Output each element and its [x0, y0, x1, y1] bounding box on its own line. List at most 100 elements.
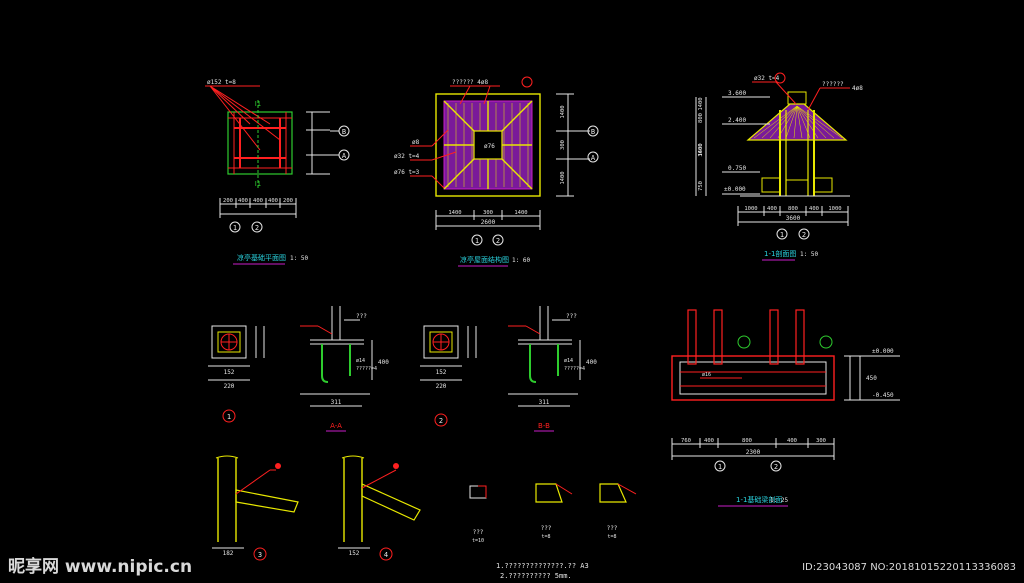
elev-level-3: 0.750: [728, 165, 746, 172]
elev-dim-1: 1000: [744, 206, 757, 212]
footnote-1: 1.??????????????.?? A3: [496, 562, 589, 570]
roof-dim-1: 1400: [448, 210, 461, 216]
section-aa-title: A-A: [330, 422, 342, 430]
elev-height-5: 750: [698, 181, 704, 191]
detail-t-2: t=8: [541, 534, 550, 540]
weld-detail-3: 182 3: [212, 455, 299, 561]
sec-aa-height: 400: [378, 359, 389, 366]
roof-dim-2: 300: [483, 210, 493, 216]
roof-side-dim-3: 1400: [560, 171, 566, 184]
sec-bb-height: 400: [586, 359, 597, 366]
roof-side-dim-2: 300: [560, 140, 566, 150]
elev-level-4: ±0.000: [724, 186, 746, 193]
elev-note-r2: 4ø8: [852, 85, 863, 92]
beam-dim-5: 300: [816, 438, 826, 444]
beam-level-top: ±0.000: [872, 348, 894, 355]
elev-level-2: 2.400: [728, 117, 746, 124]
roof-plan-scale: 1: 60: [512, 257, 530, 264]
elev-dim-3: 800: [788, 206, 798, 212]
roof-side-dims: 1400 300 1400: [560, 105, 566, 184]
beam-dim-1: 760: [681, 438, 691, 444]
fp-dim-5: 200: [283, 198, 293, 204]
roof-note-l2: ø32 t=4: [394, 153, 420, 160]
beam-axis-1: 1: [718, 463, 722, 471]
plate-b-dim-2: 220: [436, 383, 447, 390]
roof-total: 2600: [481, 219, 496, 226]
beam-level-bottom: -0.450: [872, 392, 894, 399]
detail-t-1: t=10: [472, 538, 484, 544]
plate-a-dim-2: 220: [224, 383, 235, 390]
detail-q-2: ???: [541, 525, 552, 532]
roof-note-top: ?????? 4ø8: [452, 79, 489, 86]
svg-text:I1: I1: [255, 100, 262, 108]
svg-text:I1: I1: [255, 180, 262, 188]
sec-bb-dim: 311: [539, 399, 550, 406]
elev-height-1: 1400: [698, 97, 704, 110]
elev-axis-2: 2: [802, 231, 806, 239]
beam-section-scale: 1: 25: [770, 497, 788, 504]
image-id-watermark: ID:23043087 NO:20181015220113336083: [802, 562, 1016, 573]
detail-2-marker: 2: [439, 417, 443, 425]
axis-1-label: 1: [233, 224, 237, 232]
sec-aa-q: ???: [356, 313, 367, 320]
detail-q-3: ???: [607, 525, 618, 532]
base-plate-2: 152 220 2: [420, 325, 477, 427]
roof-note-l3: ø76 t=3: [394, 169, 420, 176]
section-aa: ??? ø14 ?????=4 311 400 A-A: [300, 306, 389, 432]
elev-dim-text: 1000 400 800 400 1000: [744, 206, 841, 212]
roof-dim-3: 1400: [514, 210, 527, 216]
beam-dim-4: 400: [787, 438, 797, 444]
roof-plan: ?????? 4ø8 ø8 ø32 t=4 ø76 t=3 ø76 1400 30…: [394, 76, 599, 267]
elev-height-4: 1400: [698, 143, 704, 156]
roof-axis-B: B: [591, 128, 595, 136]
fp-note: ø152 t=8: [207, 79, 236, 86]
fp-dim-4: 400: [268, 198, 278, 204]
elev-dim-4: 400: [809, 206, 819, 212]
fp-dim-2: 400: [238, 198, 248, 204]
roof-note-center: ø76: [484, 143, 495, 150]
axis-A-label: A: [342, 152, 347, 160]
base-plate-1: 152 220 1: [208, 325, 265, 423]
elev-level-1: 3.600: [728, 90, 746, 97]
section-bb-title: B-B: [538, 422, 550, 430]
elev-axis-1: 1: [780, 231, 784, 239]
weld-detail-4: 152 4: [338, 455, 421, 561]
sec-aa-small-2: ?????=4: [356, 366, 377, 372]
plate-a-dim-1: 152: [224, 369, 235, 376]
detail-q-1: ???: [473, 529, 484, 536]
beam-dim-3: 800: [742, 438, 752, 444]
roof-note-l1: ø8: [412, 139, 420, 146]
beam-axis-2: 2: [774, 463, 778, 471]
section-bb: ??? ø14 ?????=4 311 400 B-B: [508, 306, 597, 432]
roof-axis-A: A: [591, 154, 596, 162]
elev-height-3: 3600: [698, 143, 704, 156]
elev-dim-5: 1000: [828, 206, 841, 212]
plate-b-dim-1: 152: [436, 369, 447, 376]
fp-dim-3: 400: [253, 198, 263, 204]
sec-bb-small-2: ?????=4: [564, 366, 585, 372]
elev-note-r: ??????: [822, 81, 844, 88]
footnote-2: 2.?????????? 5mm.: [500, 572, 572, 580]
weld-4-dim: 152: [349, 550, 360, 557]
beam-total: 2300: [746, 449, 761, 456]
detail-t-3: t=8: [607, 534, 616, 540]
beam-height: 450: [866, 375, 877, 382]
weld-3-dim: 182: [223, 550, 234, 557]
roof-side-dim-1: 1400: [560, 105, 566, 118]
sec-bb-small-1: ø14: [564, 358, 573, 364]
elev-dim-2: 400: [767, 206, 777, 212]
nipic-watermark: 昵享网 www.nipic.cn: [8, 556, 192, 577]
sec-aa-dim: 311: [331, 399, 342, 406]
elev-note: ø32 t=4: [754, 75, 780, 82]
beam-section-title: 1-1基础梁剖面: [736, 495, 782, 504]
elevation-scale: 1: 50: [800, 251, 818, 258]
detail-4-marker: 4: [384, 551, 388, 559]
detail-1-marker: 1: [227, 413, 231, 421]
foundation-plan-title: 凉亭基础平面图: [237, 253, 286, 262]
elev-total: 3600: [786, 215, 801, 222]
